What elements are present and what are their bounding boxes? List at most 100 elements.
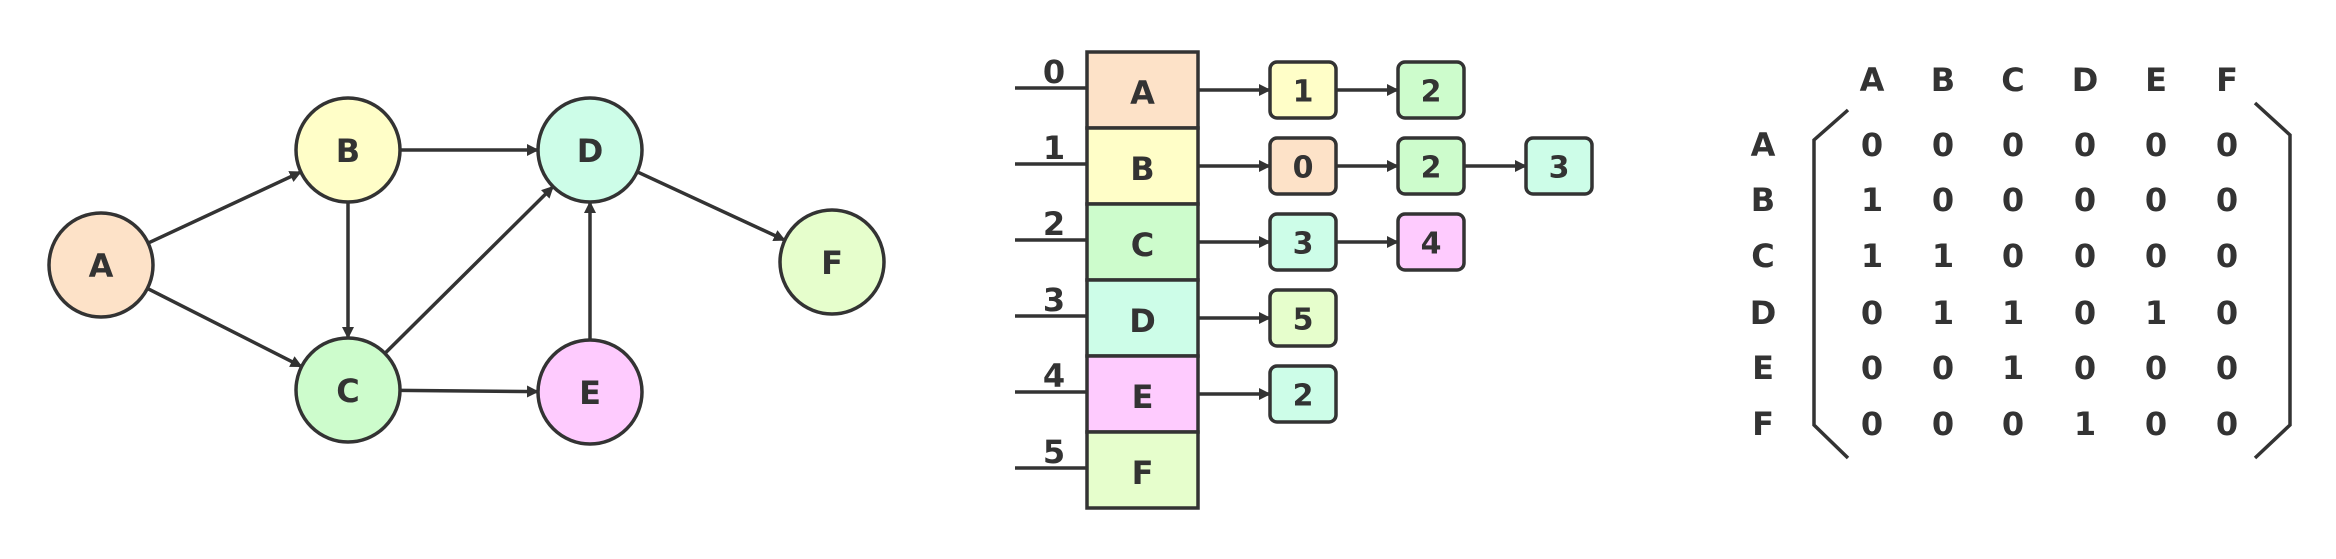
list-neighbor-label: 2: [1293, 379, 1314, 414]
graph-node-C: [294, 336, 402, 444]
list-vertex-cell-F: [1085, 430, 1200, 510]
list-neighbor-label: 1: [1293, 75, 1314, 110]
list-index-label: 5: [1043, 433, 1065, 471]
graph-node-D: [536, 96, 644, 204]
matrix-cell: 1: [1861, 237, 1883, 275]
list-neighbor-node: [1396, 212, 1466, 272]
edge-A-B: [147, 170, 302, 245]
matrix-cell-highlighted: 0: [2074, 237, 2096, 275]
edge-D-F: [636, 170, 786, 242]
matrix-cell-highlighted: 0: [2074, 349, 2096, 387]
list-vertex-label: D: [1129, 302, 1156, 340]
matrix-row-header: C: [1751, 237, 1774, 275]
matrix-cell: 0: [2216, 126, 2238, 164]
list-index-label: 3: [1043, 281, 1065, 319]
matrix-cell: 0: [2216, 237, 2238, 275]
graph-node-label: D: [577, 132, 604, 170]
matrix-cell: 1: [2074, 405, 2096, 443]
matrix-cell: 0: [2074, 294, 2096, 332]
matrix-cell: 0: [2216, 181, 2238, 219]
list-index-label: 1: [1043, 129, 1065, 167]
matrix-col-header: A: [1860, 61, 1885, 99]
matrix-col-header: F: [2216, 61, 2238, 99]
matrix-cell: 0: [2145, 349, 2167, 387]
matrix-left-bracket: [1812, 108, 1850, 460]
graph-node-F: [778, 208, 886, 316]
list-neighbor-label: 2: [1421, 151, 1442, 186]
list-vertex-label: B: [1130, 150, 1154, 188]
graph-node-label: B: [336, 132, 360, 170]
matrix-row-header: D: [1750, 294, 1777, 332]
matrix-col-header: C: [2001, 61, 2024, 99]
list-vertex-cell-C: [1085, 202, 1200, 282]
matrix-cell: 1: [2145, 294, 2167, 332]
matrix-cell: 0: [1861, 294, 1883, 332]
matrix-cell: 0: [2216, 349, 2238, 387]
matrix-cell: 0: [1861, 349, 1883, 387]
matrix-cell-highlighted: 0: [2216, 294, 2238, 332]
list-neighbor-label: 5: [1293, 303, 1314, 338]
matrix-cell: 0: [2216, 405, 2238, 443]
edge-C-D: [383, 185, 555, 355]
matrix-row-header: B: [1751, 181, 1775, 219]
matrix-cell: 0: [1932, 349, 1954, 387]
list-vertex-label: F: [1132, 454, 1154, 492]
list-index-label: 0: [1043, 53, 1065, 91]
matrix-cell-highlighted: 0: [2002, 126, 2024, 164]
matrix-cell: 1: [1861, 181, 1883, 219]
graph-node-A: [47, 211, 155, 319]
edge-A-C: [146, 286, 303, 369]
matrix-col-header: E: [2145, 61, 2167, 99]
list-vertex-label: C: [1131, 226, 1154, 264]
list-index-label: 2: [1043, 205, 1065, 243]
matrix-cell: 0: [1861, 405, 1883, 443]
matrix-cell-highlighted: 0: [2074, 181, 2096, 219]
matrix-cell: 0: [1932, 181, 1954, 219]
list-neighbor-label: 3: [1293, 227, 1314, 262]
list-neighbor-node: [1268, 364, 1338, 424]
matrix-cell-highlighted: 0: [1932, 126, 1954, 164]
list-vertex-label: E: [1132, 378, 1154, 416]
graph-node-label: E: [579, 374, 601, 412]
list-neighbor-label: 3: [1549, 151, 1570, 186]
matrix-cell: 0: [2145, 126, 2167, 164]
graph-node-E: [536, 338, 644, 446]
matrix-cell: 1: [1932, 237, 1954, 275]
list-vertex-cell-D: [1085, 278, 1200, 358]
matrix-row-header: F: [1752, 405, 1774, 443]
matrix-cell: 0: [2002, 405, 2024, 443]
matrix-col-header: B: [1931, 61, 1955, 99]
graph-node-label: C: [336, 372, 359, 410]
edge-C-E: [399, 385, 540, 398]
graph-node-label: A: [89, 247, 114, 285]
matrix-cell: 1: [2002, 349, 2024, 387]
list-neighbor-node: [1396, 60, 1466, 120]
list-index-label: 4: [1043, 357, 1065, 395]
matrix-cell: 0: [2002, 237, 2024, 275]
list-neighbor-node: [1268, 288, 1338, 348]
matrix-cell: 0: [2145, 181, 2167, 219]
list-vertex-label: A: [1130, 74, 1155, 112]
matrix-col-header: D: [2072, 61, 2099, 99]
list-neighbor-label: 4: [1421, 227, 1442, 262]
matrix-right-bracket: [2253, 101, 2292, 460]
matrix-cell: 1: [1932, 294, 1954, 332]
matrix-cell: 0: [1932, 405, 1954, 443]
matrix-cell-highlighted: 0: [2002, 181, 2024, 219]
list-neighbor-node: [1524, 136, 1594, 196]
matrix-cell: 0: [2145, 405, 2167, 443]
directed-graph: A B C D E F: [47, 96, 886, 446]
list-neighbor-label: 2: [1421, 75, 1442, 110]
matrix-cell: 1: [2002, 294, 2024, 332]
graph-node-B: [294, 96, 402, 204]
list-neighbor-label: 0: [1293, 151, 1314, 186]
matrix-row-header: E: [1752, 349, 1774, 387]
graph-node-label: F: [821, 244, 843, 282]
matrix-cell: 0: [2074, 126, 2096, 164]
matrix-cell-highlighted: 0: [2145, 237, 2167, 275]
matrix-cell: 0: [1861, 126, 1883, 164]
matrix-row-header: A: [1751, 126, 1776, 164]
